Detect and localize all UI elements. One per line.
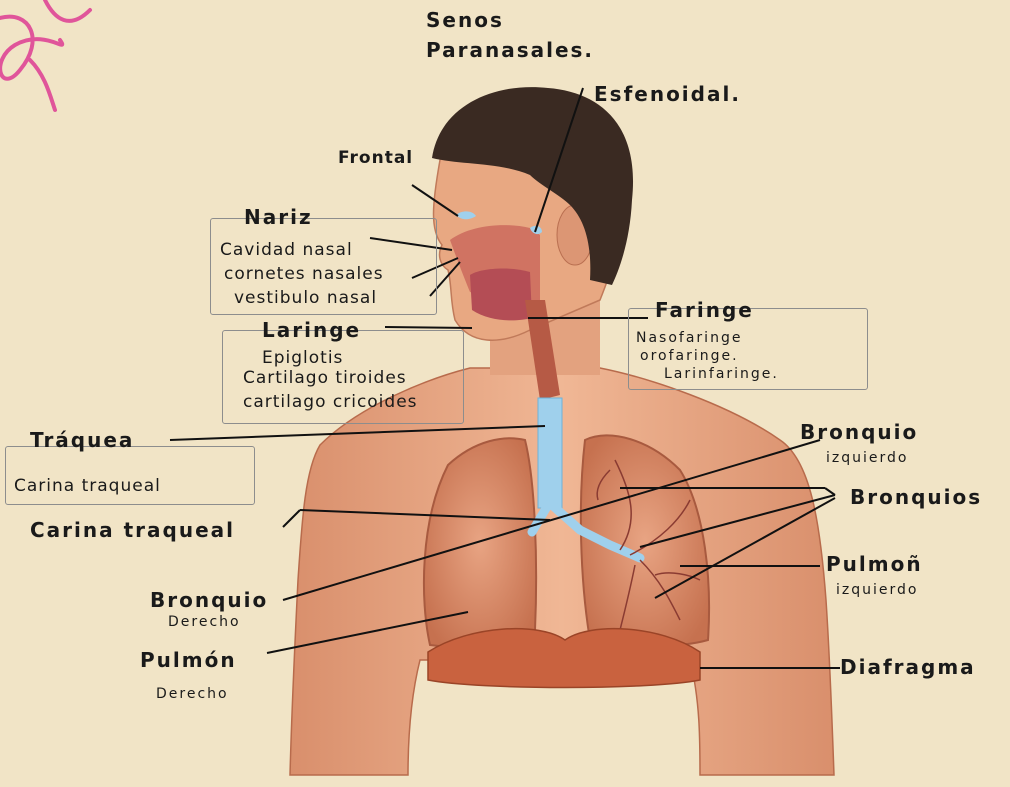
label-traquea: Tráquea	[30, 428, 134, 452]
label-derecho-pulmon: Derecho	[156, 686, 229, 702]
label-nasofaringe: Nasofaringe	[636, 330, 742, 346]
label-esfenoidal: Esfenoidal.	[594, 82, 741, 106]
label-bronquio-izquierdo: Bronquio	[800, 420, 918, 444]
senos-title-line1: Senos	[426, 8, 504, 32]
label-bronquio-derecho: Bronquio	[150, 588, 268, 612]
label-izquierdo-pulmon: izquierdo	[836, 582, 918, 598]
label-diafragma: Diafragma	[840, 655, 976, 679]
label-carina-traqueal-box: Carina traqueal	[14, 476, 161, 496]
label-epiglotis: Epiglotis	[262, 348, 343, 368]
label-nariz: Nariz	[244, 205, 313, 229]
label-izquierdo-bronquio: izquierdo	[826, 450, 908, 466]
label-larinfaringe: Larinfaringe.	[664, 366, 779, 382]
pink-marker-scribble	[0, 0, 90, 110]
label-faringe: Faringe	[655, 298, 754, 322]
label-derecho-bronquio: Derecho	[168, 614, 241, 630]
label-carina-traqueal: Carina traqueal	[30, 518, 235, 542]
label-cornetes-nasales: cornetes nasales	[224, 264, 384, 284]
label-laringe: Laringe	[262, 318, 361, 342]
label-cartilago-tiroides: Cartilago tiroides	[243, 368, 407, 388]
label-pulmon-izquierdo: Pulmoñ	[826, 552, 923, 576]
label-vestibulo-nasal: vestibulo nasal	[234, 288, 377, 308]
label-orofaringe: orofaringe.	[640, 348, 739, 364]
label-cavidad-nasal: Cavidad nasal	[220, 240, 353, 260]
trachea-shape	[538, 398, 562, 508]
label-pulmon-derecho: Pulmón	[140, 648, 237, 672]
label-frontal: Frontal	[338, 148, 413, 168]
oral-cavity-shape	[470, 268, 532, 320]
label-bronquios: Bronquios	[850, 485, 982, 509]
label-cartilago-cricoides: cartilago cricoides	[243, 392, 418, 412]
senos-title-line2: Paranasales.	[426, 38, 594, 62]
